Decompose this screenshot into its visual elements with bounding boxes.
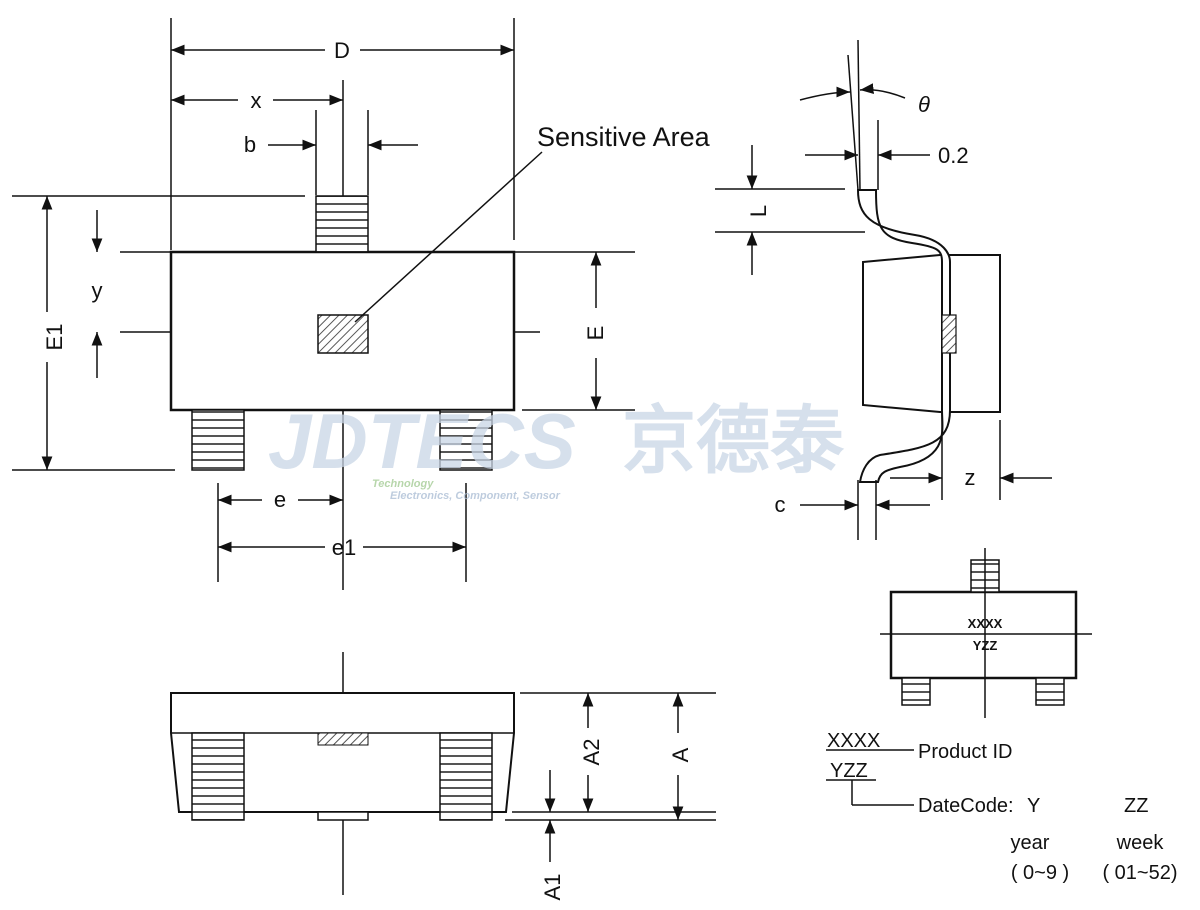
lead-front-center xyxy=(317,811,369,821)
watermark-tag1: Technology xyxy=(372,478,434,490)
label-A2: A2 xyxy=(579,739,604,766)
label-x: x xyxy=(251,88,262,113)
top-view xyxy=(12,18,635,590)
lead-bottom-left xyxy=(191,409,245,471)
marking-labels: XXXX YZZ XXXX YZZ Product ID DateCode: Y… xyxy=(827,616,1178,884)
legend-week-range: ( 01~52) xyxy=(1102,862,1177,884)
marking-lead-left xyxy=(901,677,931,706)
label-E: E xyxy=(583,326,608,341)
marking-lead-right xyxy=(1035,677,1065,706)
label-L: L xyxy=(746,205,771,217)
package-body-side xyxy=(862,254,1001,413)
sensitive-area-side xyxy=(941,314,957,354)
mark-line2: YZZ xyxy=(973,638,998,653)
watermark: JDTECS 京德泰 Technology Electronics, Compo… xyxy=(268,397,845,502)
label-c: c xyxy=(775,492,786,517)
watermark-tag2: Electronics, Component, Sensor xyxy=(390,490,561,502)
side-view xyxy=(715,39,1052,540)
mark-line1: XXXX xyxy=(968,616,1003,631)
sensitive-area-front xyxy=(317,732,369,746)
sensitive-area xyxy=(317,314,369,354)
label-E1: E1 xyxy=(42,324,67,351)
lead-front-left xyxy=(191,732,245,821)
side-view-labels: θ 0.2 L c z xyxy=(746,92,976,517)
legend-year: year xyxy=(1011,832,1050,854)
label-A: A xyxy=(668,747,693,762)
lead-top xyxy=(315,195,369,253)
front-view xyxy=(170,652,716,895)
lead-bottom-right xyxy=(439,409,493,471)
label-lead-gap: 0.2 xyxy=(938,143,969,168)
label-y: y xyxy=(92,278,103,303)
lead-front-right xyxy=(439,732,493,821)
legend-product-id: Product ID xyxy=(918,741,1012,763)
label-e1: e1 xyxy=(332,535,356,560)
label-sensitive-area: Sensitive Area xyxy=(537,122,711,152)
legend-week: week xyxy=(1116,832,1165,854)
label-D: D xyxy=(334,38,350,63)
marking-body xyxy=(889,590,1078,680)
label-b: b xyxy=(244,132,256,157)
legend-xxxx: XXXX xyxy=(827,730,880,752)
label-e: e xyxy=(274,487,286,512)
legend-yzz: YZZ xyxy=(830,760,868,782)
watermark-cn: 京德泰 xyxy=(622,399,845,482)
legend-y-code: Y xyxy=(1027,795,1040,817)
watermark-brand: JDTECS xyxy=(268,397,576,485)
top-view-labels: D x b Sensitive Area E1 y E e e1 xyxy=(42,38,711,560)
legend-year-range: ( 0~9 ) xyxy=(1011,862,1069,884)
marking-view xyxy=(826,548,1092,806)
lead-side xyxy=(856,189,951,483)
label-theta: θ xyxy=(918,92,930,117)
legend-zz-code: ZZ xyxy=(1124,795,1148,817)
legend-datecode: DateCode: xyxy=(918,795,1014,817)
label-A1: A1 xyxy=(540,874,565,901)
label-z: z xyxy=(965,465,976,490)
front-view-labels: A2 A A1 xyxy=(540,739,693,901)
